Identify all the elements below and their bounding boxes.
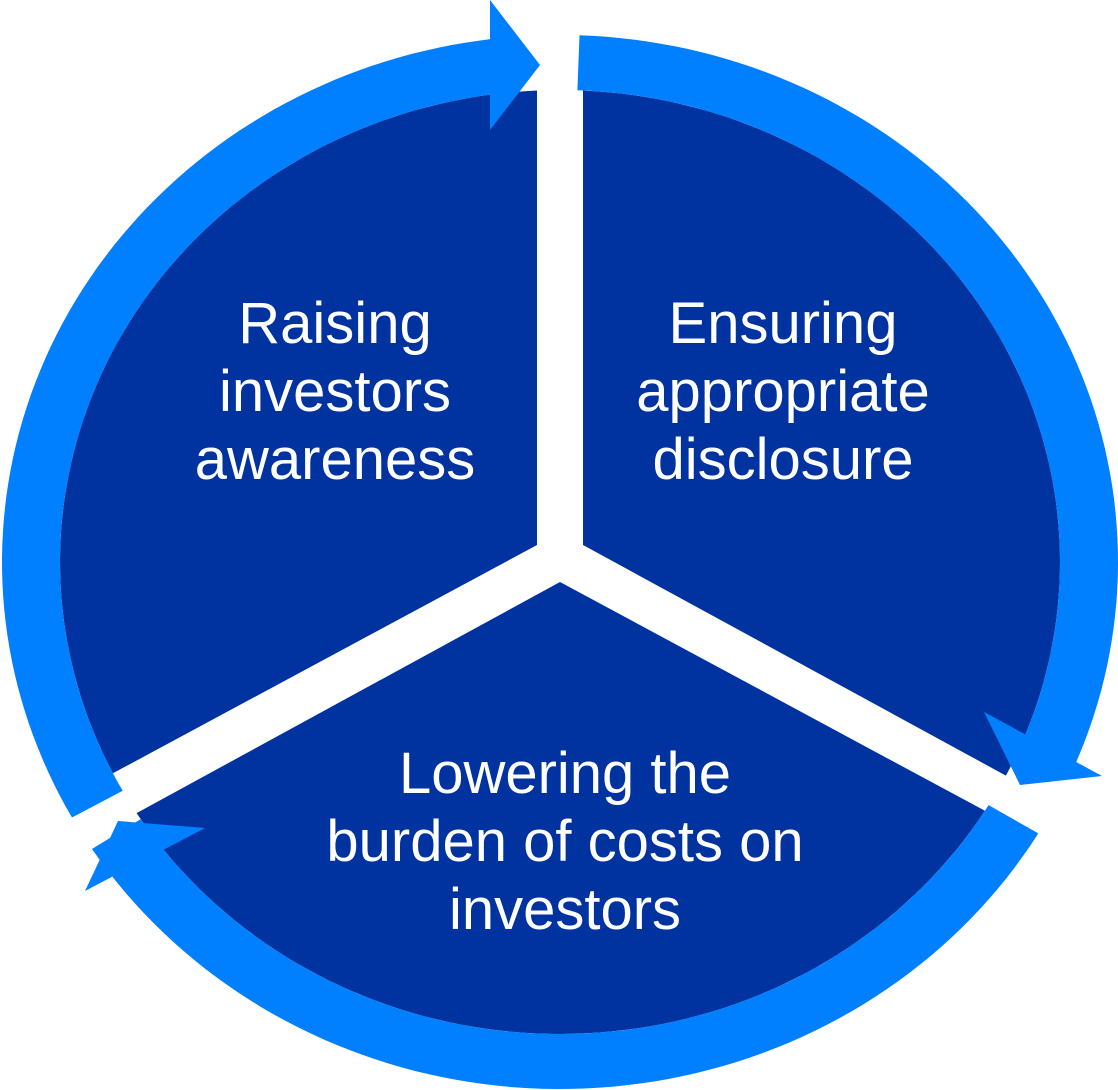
label-line: Ensuring xyxy=(668,291,898,356)
arrowhead-top-icon xyxy=(490,0,540,130)
sector-ensuring-disclosure xyxy=(583,90,1060,776)
label-line: burden of costs on xyxy=(326,809,804,874)
label-line: awareness xyxy=(194,427,476,492)
sector-lowering-costs xyxy=(136,582,985,1034)
cycle-arrow-band-left xyxy=(2,38,500,818)
label-line: Lowering the xyxy=(398,741,732,806)
label-line: disclosure xyxy=(652,427,914,492)
label-line: appropriate xyxy=(636,359,930,424)
label-line: Raising xyxy=(238,291,432,356)
arrowhead-right-icon xyxy=(984,712,1102,785)
arrowhead-left-icon xyxy=(85,821,205,891)
sector-raising-awareness xyxy=(60,90,537,774)
cycle-arrow-band-bottom xyxy=(92,805,1039,1089)
cycle-arrow-band-right xyxy=(577,35,1118,777)
label-line: investors xyxy=(218,359,452,424)
label-ensuring-disclosure: Ensuring appropriate disclosure xyxy=(583,290,983,494)
label-lowering-costs: Lowering the burden of costs on investor… xyxy=(265,740,865,944)
label-line: investors xyxy=(448,877,682,942)
label-raising-awareness: Raising investors awareness xyxy=(135,290,535,494)
